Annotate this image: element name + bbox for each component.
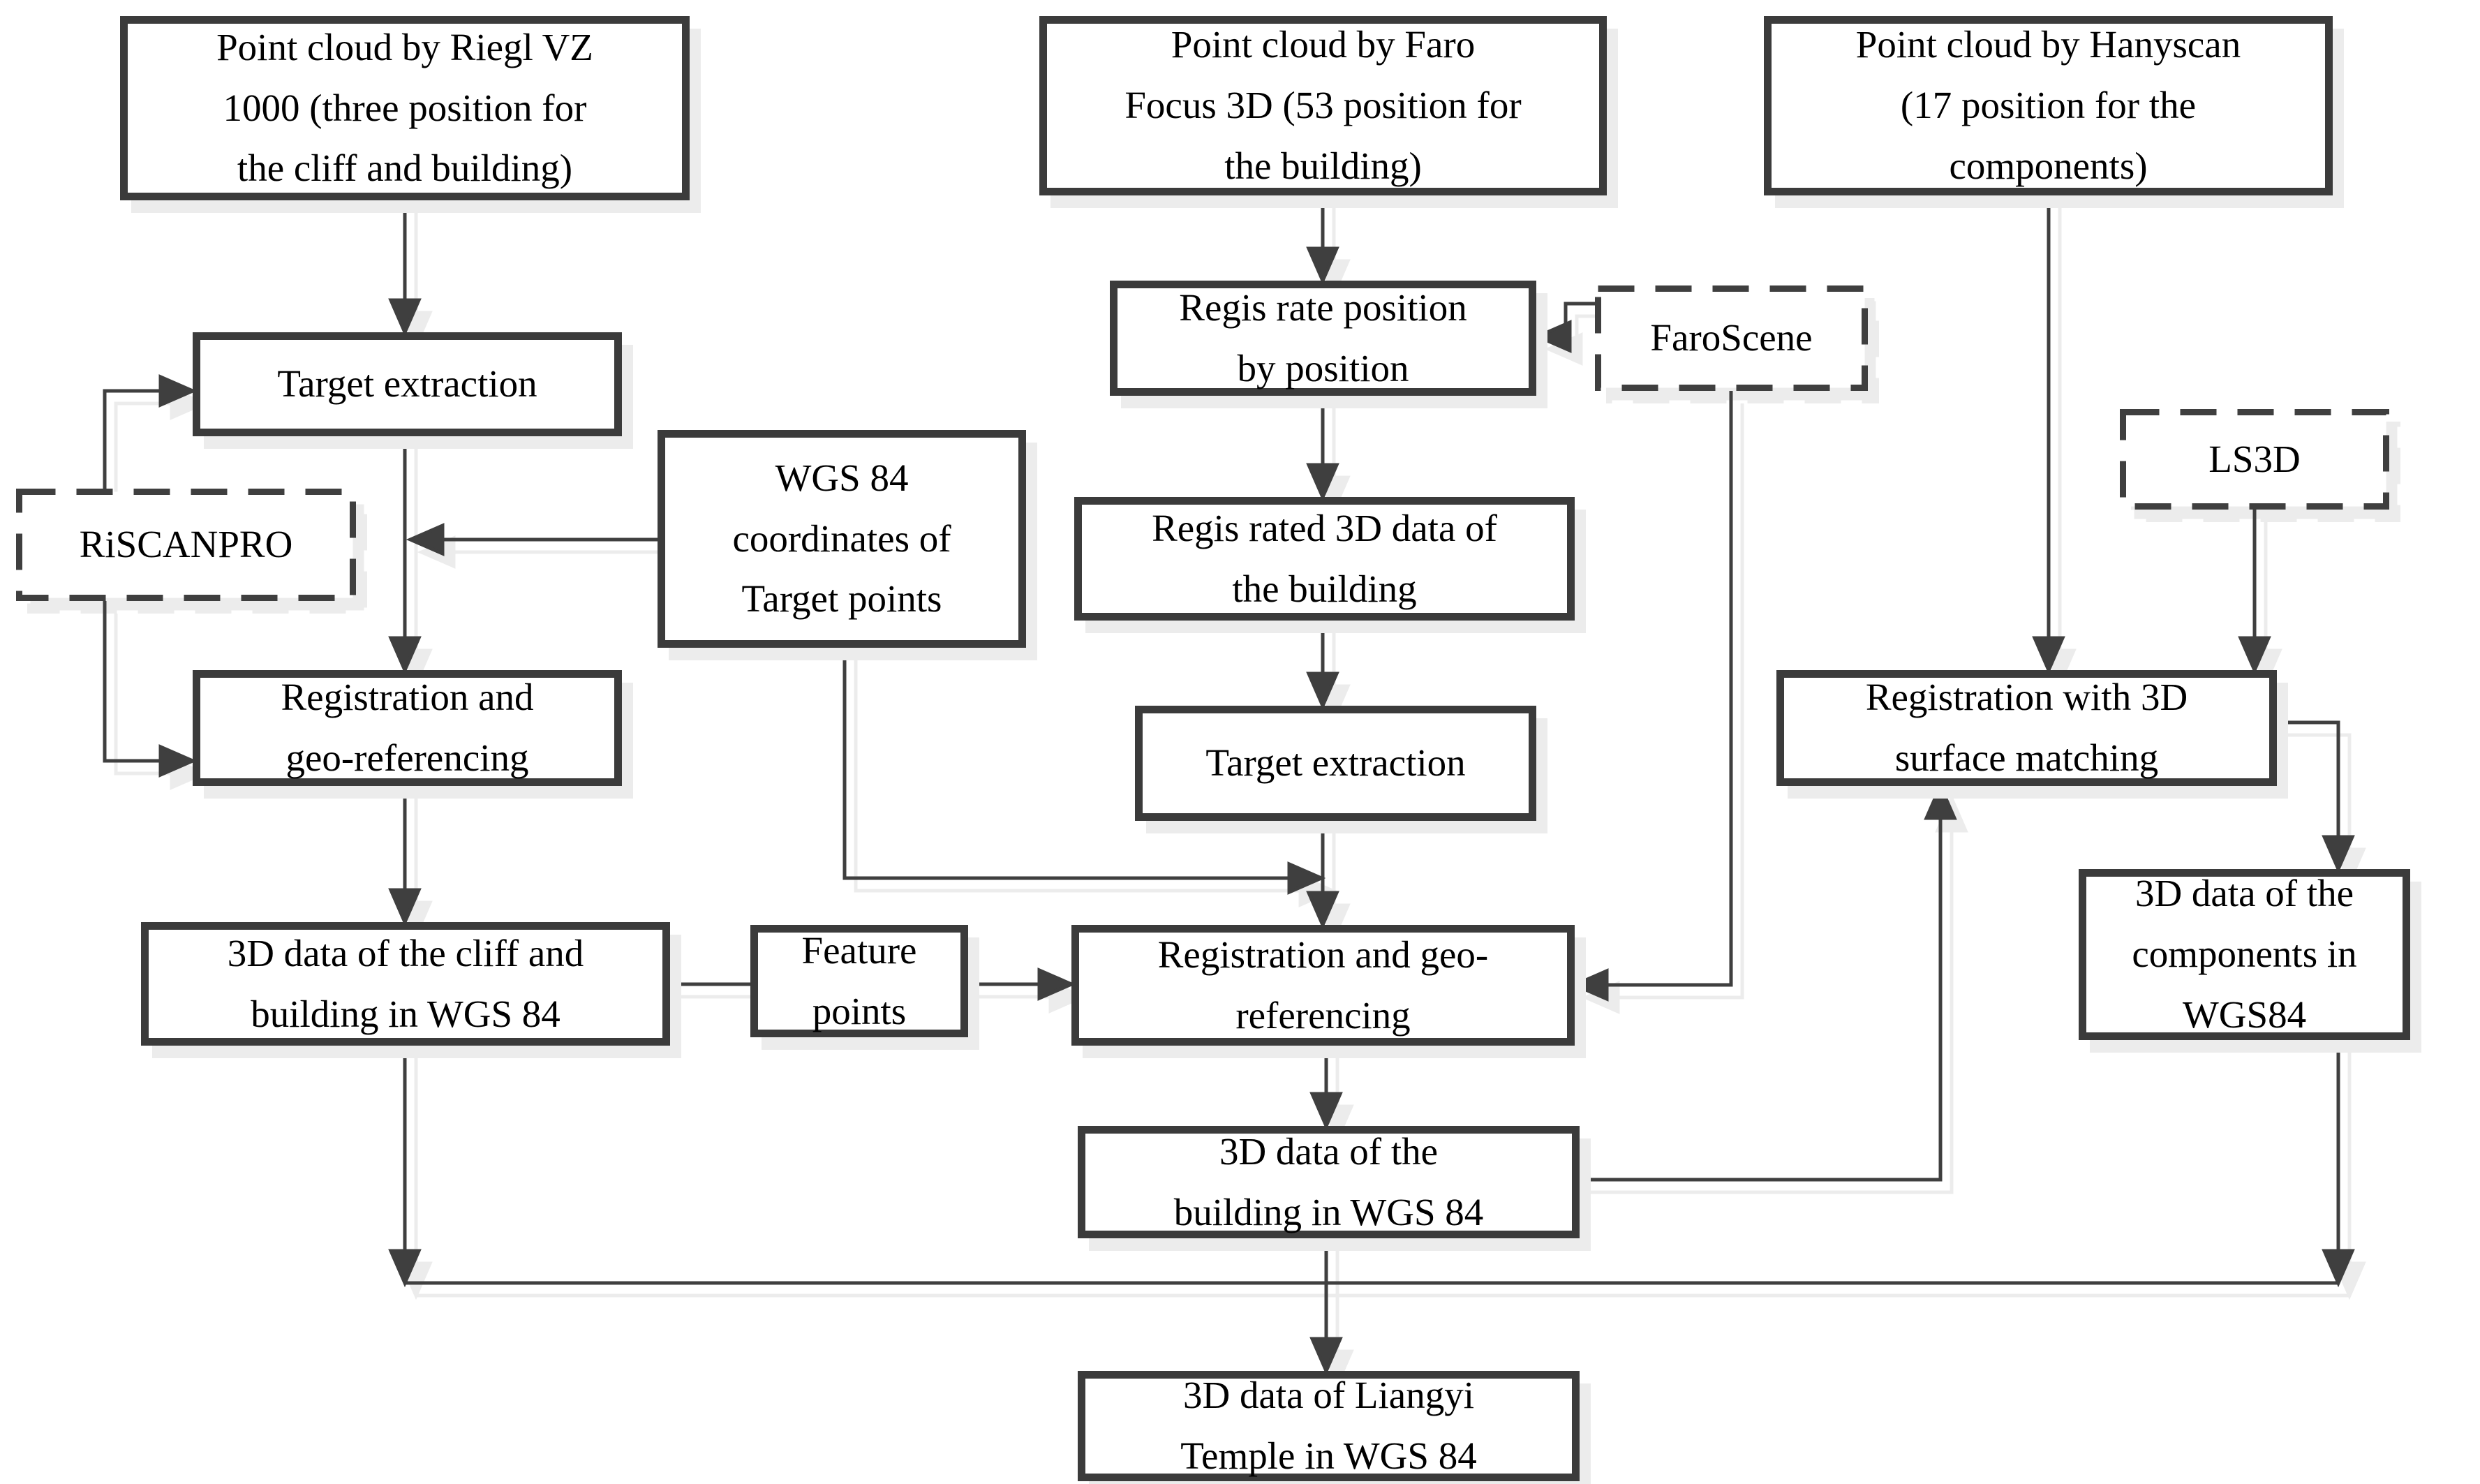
arrow-target-extraction-to-registration-left (388, 436, 422, 675)
box-faroscene-outline (1595, 285, 1868, 391)
box-target-extraction-left: Target extraction (193, 332, 622, 436)
box-faroscene: FaroScene (1595, 285, 1868, 391)
box-riscanpro: RiSCANPRO (16, 489, 356, 601)
arrow-regis-rate-to-regis-rated (1306, 396, 1339, 502)
box-faro: Point cloud by Faro Focus 3D (53 positio… (1039, 16, 1607, 195)
box-registration-geo-center-label: Registration and geo- referencing (1157, 933, 1489, 1037)
box-faroscene-label: FaroScene (1650, 316, 1813, 359)
box-registration-geo-left-label: Registration and geo-referencing (281, 676, 534, 779)
box-building-data-label: 3D data of the building in WGS 84 (1173, 1129, 1484, 1233)
box-ls3d: LS3D (2120, 409, 2389, 510)
arrow-riegl-to-target-extraction (388, 200, 422, 337)
box-riscanpro-label: RiSCANPRO (79, 523, 293, 566)
arrow-wgs84-to-registration-geo-center (842, 648, 1326, 895)
box-feature-points: Feature points (750, 925, 968, 1037)
arrow-regis-rated-to-target-extraction-mid (1306, 621, 1339, 711)
box-riegl: Point cloud by Riegl VZ 1000 (three posi… (120, 16, 690, 200)
arrow-components-data-to-collector (2322, 1040, 2355, 1288)
box-regis-rate-position: Regis rate position by position (1110, 281, 1536, 396)
box-feature-points-label: Feature points (801, 928, 917, 1032)
box-hanyscan-label: Point cloud by Hanyscan (17 position for… (1855, 23, 2241, 187)
arrow-target-mid-to-registration-geo-center (1306, 821, 1339, 930)
arrow-registration-geo-center-to-building-data (1309, 1046, 1343, 1131)
box-wgs84-coordinates-label: WGS 84 coordinates of Target points (732, 456, 951, 621)
arrow-wgs84-to-target-line (406, 523, 658, 556)
box-regis-rated-3d-data: Regis rated 3D data of the building (1074, 497, 1575, 621)
box-target-extraction-mid: Target extraction (1135, 706, 1536, 821)
box-cliff-building-data: 3D data of the cliff and building in WGS… (141, 922, 670, 1046)
arrow-riscanpro-to-target-extraction (103, 374, 198, 489)
box-regis-rated-3d-data-label: Regis rated 3D data of the building (1152, 506, 1497, 610)
box-building-data: 3D data of the building in WGS 84 (1078, 1126, 1580, 1238)
arrow-faroscene-to-registration-geo-center (1570, 391, 1733, 1002)
box-riegl-label: Point cloud by Riegl VZ 1000 (three posi… (216, 25, 593, 190)
box-registration-geo-center: Registration and geo- referencing (1071, 925, 1575, 1046)
arrow-registration-left-to-cliff-data (388, 786, 422, 927)
box-target-extraction-mid-label: Target extraction (1205, 741, 1466, 785)
arrow-feature-points-to-registration-geo-center (968, 967, 1076, 1001)
box-ls3d-label: LS3D (2208, 437, 2301, 480)
box-faro-label: Point cloud by Faro Focus 3D (53 positio… (1124, 23, 1522, 187)
box-regis-rate-position-label: Regis rate position by position (1179, 285, 1467, 389)
box-hanyscan: Point cloud by Hanyscan (17 position for… (1764, 16, 2333, 195)
box-registration-surface-matching: Registration with 3D surface matching (1776, 670, 2277, 786)
arrow-riscanpro-to-registration-left (103, 601, 198, 778)
arrow-building-data-to-liangyi (1309, 1238, 1343, 1376)
box-components-data: 3D data of the components in WGS84 (2079, 869, 2410, 1040)
box-riscanpro-outline (16, 489, 356, 601)
box-components-data-label: 3D data of the components in WGS84 (2132, 872, 2357, 1036)
arrow-ls3d-to-surface-matching (2238, 510, 2271, 675)
box-liangyi-temple-data: 3D data of Liangyi Temple in WGS 84 (1078, 1371, 1580, 1481)
box-target-extraction-left-label: Target extraction (277, 362, 537, 406)
arrow-building-data-to-surface-matching (1580, 781, 1957, 1182)
arrow-hanyscan-to-surface-matching (2032, 195, 2065, 675)
arrow-faro-to-regis-rate (1306, 195, 1339, 285)
arrow-surface-matching-to-components-data (2277, 720, 2355, 874)
box-cliff-building-data-label: 3D data of the cliff and building in WGS… (227, 931, 584, 1035)
box-liangyi-temple-data-label: 3D data of Liangyi Temple in WGS 84 (1180, 1374, 1477, 1477)
arrow-cliff-data-to-collector (388, 1046, 422, 1288)
box-registration-geo-left: Registration and geo-referencing (193, 670, 622, 786)
box-ls3d-outline (2120, 409, 2389, 510)
arrow-faroscene-to-regis-rate (1533, 302, 1595, 353)
box-registration-surface-matching-label: Registration with 3D surface matching (1865, 676, 2188, 779)
box-wgs84-coordinates: WGS 84 coordinates of Target points (658, 430, 1026, 648)
